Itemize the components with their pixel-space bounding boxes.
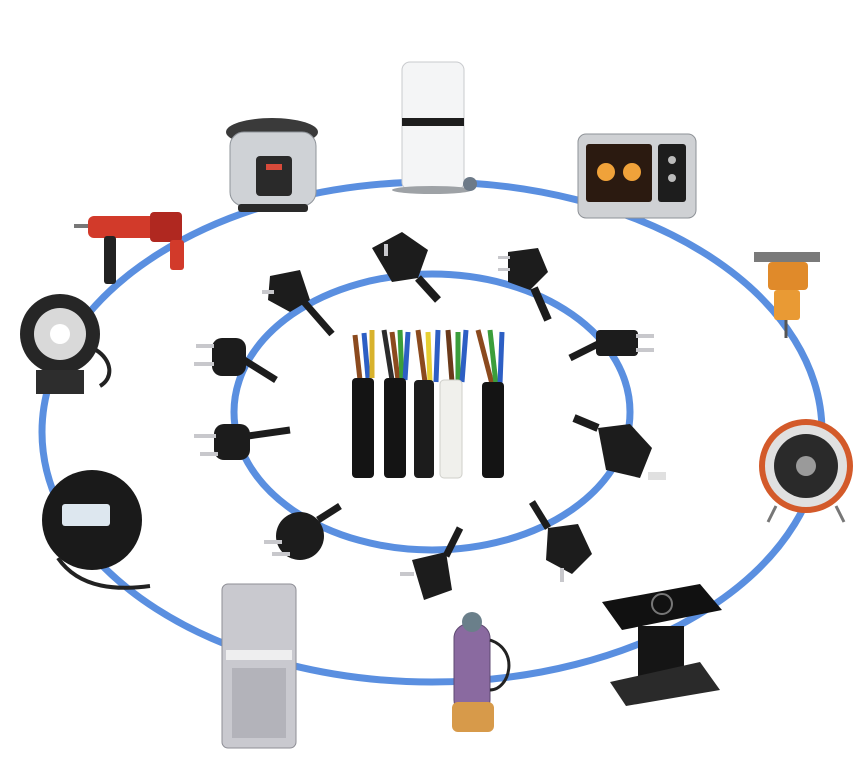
flood-light [20,294,112,394]
induction-cooktop-stand [602,584,722,706]
rotary-hammer-drill [74,212,184,284]
euro-plug-round [264,503,342,560]
schuko-plug [262,270,335,337]
electric-hoist [754,252,820,338]
us-plug [568,330,654,362]
euro-plug-left-lower [194,424,291,460]
uk-plug-large [372,232,441,303]
air-conditioner-tower [221,583,297,749]
cn-plug-angled [498,248,552,322]
angled-plug-bottom [400,526,464,600]
pressure-cooker [226,118,318,212]
space-heater [759,419,853,523]
inner-ring [230,270,634,554]
submersible-pump [452,612,511,732]
toaster-oven [577,133,697,219]
air-purifier [392,61,477,194]
euro-plug-left-upper [194,338,278,383]
multi-core-power-cables [352,329,505,479]
au-plug [572,414,666,480]
uk-plug-small [529,500,592,582]
cable-reel [42,470,151,590]
